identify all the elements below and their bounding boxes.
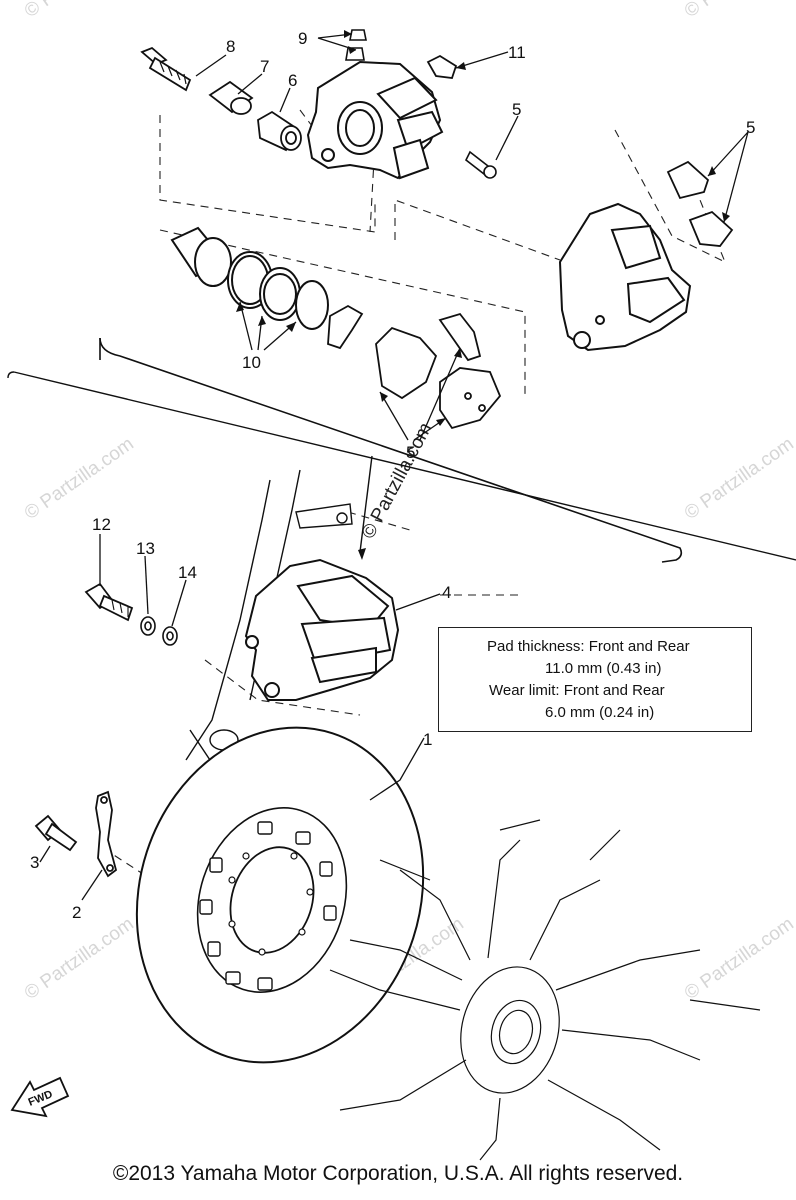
spec-pad-thickness-value: 11.0 mm (0.43 in) [545,660,662,677]
watermark: © Partzilla.com [681,913,796,1004]
callout-8: 8 [226,37,235,56]
watermark: © Partzilla.com [21,913,138,1004]
callout-5-right: 5 [746,118,755,137]
watermark: © Partzilla.com [681,0,796,22]
assembly-arrow [359,455,373,553]
brake-pads-5-lower [327,304,502,430]
callout-4: 4 [442,583,451,602]
pad-clips-5-right [666,160,734,247]
callout-5-top: 5 [512,100,521,119]
wheel-hub-and-spokes [329,819,761,1161]
spec-pad-thickness-label: Pad thickness: Front and Rear [487,638,690,655]
spec-wear-limit-label: Wear limit: Front and Rear [489,682,665,699]
callout-12: 12 [92,515,111,534]
callout-2: 2 [72,903,81,922]
washer-13 [140,616,156,636]
watermark-center: © Partzilla.com [358,419,437,542]
callout-6: 6 [288,71,297,90]
bleed-cap-11 [426,54,458,79]
callout-13: 13 [136,539,155,558]
caliper-bolt-8 [140,46,192,92]
callout-7: 7 [260,57,269,76]
watermark: © Partzilla.com [21,433,138,524]
lock-washer-2 [95,790,118,878]
mounting-bolt-12 [84,582,134,622]
lower-caliper-assembly-4 [244,558,400,701]
upper-caliper-body [306,60,444,180]
callout-14: 14 [178,563,197,582]
watermark: © Partzilla.com [681,433,796,524]
spec-wear-limit-value: 6.0 mm (0.24 in) [545,704,655,721]
forward-direction-arrow: FWD [10,1076,70,1118]
leader-arrowheads [236,30,730,560]
exploded-view-frame [7,337,796,563]
callout-11: 11 [508,43,526,62]
callout-5-pads: 5 [406,443,415,462]
collar-7 [208,80,254,115]
callout-3: 3 [30,853,39,872]
pad-spec-box: Pad thickness: Front and Rear 11.0 mm (0… [438,627,752,732]
brake-disc-1 [135,726,425,1064]
pad-pin-5-top [464,150,497,179]
callout-10: 10 [242,353,261,372]
callout-9: 9 [298,29,307,48]
piston-and-seals-10 [170,226,329,330]
disc-bolt-3 [34,814,78,852]
watermark: © Partzilla.com [21,0,138,22]
callout-1: 1 [423,730,432,749]
copyright-notice: ©2013 Yamaha Motor Corporation, U.S.A. A… [112,1162,684,1185]
right-caliper-bracket [558,202,692,352]
part-callouts: 1 2 3 4 5 5 5 6 7 8 9 10 11 12 13 14 [30,29,755,922]
washer-14 [162,626,178,646]
seal-boot-6 [257,110,302,152]
